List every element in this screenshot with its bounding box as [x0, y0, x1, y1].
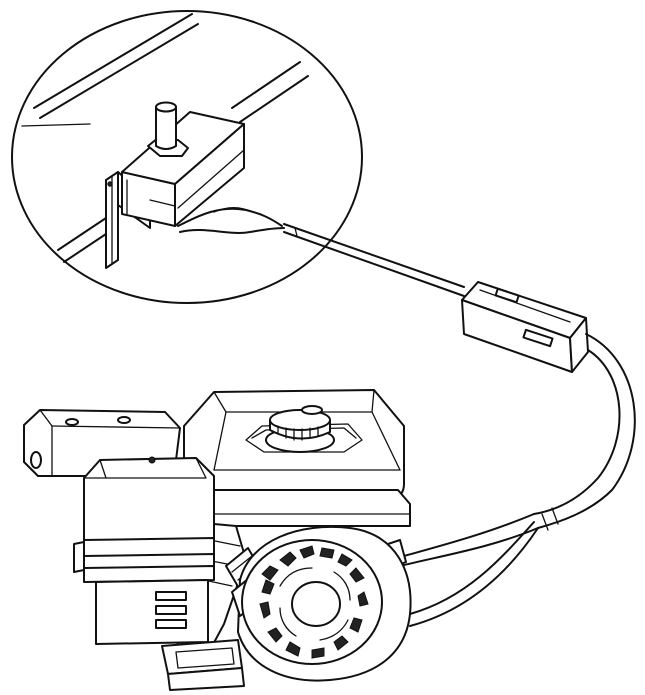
starter-vent-slots — [259, 545, 369, 659]
switch-leads — [177, 206, 285, 234]
fuel-cap — [265, 405, 335, 453]
harness-cable-lower — [399, 333, 636, 627]
starter-inner-ribs — [279, 567, 351, 641]
harness-cable-upper — [283, 223, 465, 297]
inline-connector — [461, 281, 589, 373]
detail-background-frame — [21, 13, 309, 263]
kill-switch — [121, 101, 245, 227]
small-engine — [23, 389, 412, 691]
air-filter-vents — [155, 591, 187, 629]
recoil-starter — [231, 525, 412, 682]
air-filter-housing — [73, 456, 215, 645]
engine-base — [161, 639, 245, 691]
detail-magnifier-circle — [11, 10, 363, 304]
